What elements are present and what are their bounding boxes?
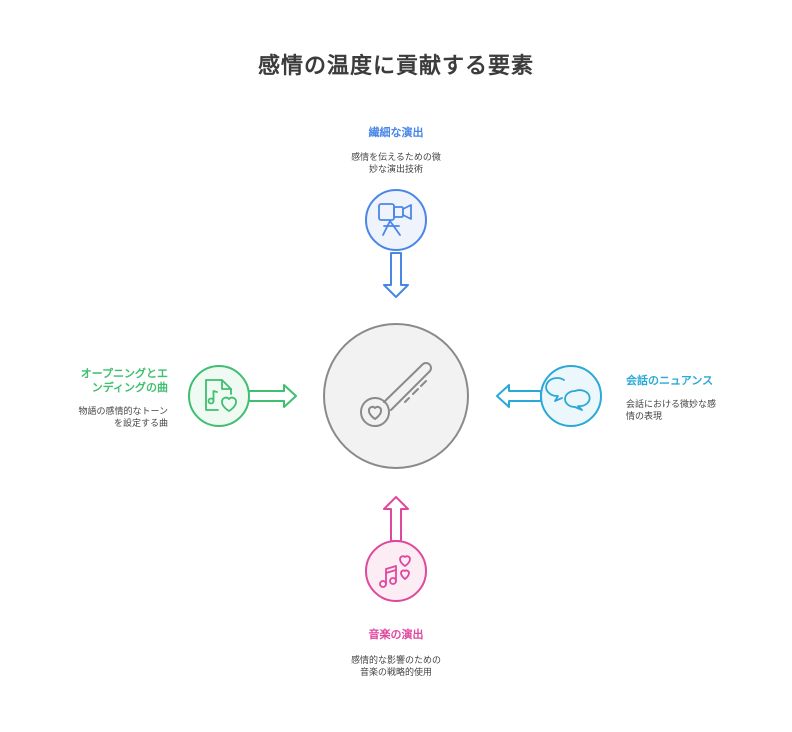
top-heading: 繊細な演出	[368, 126, 424, 139]
music-notes-hearts-icon	[379, 555, 411, 588]
left-node	[188, 365, 297, 427]
bottom-node	[365, 496, 427, 602]
left-desc-line2: を設定する曲	[113, 419, 168, 429]
center-node	[323, 323, 469, 469]
right-arrow	[496, 384, 542, 408]
left-arrow	[247, 384, 297, 408]
left-desc-line1: 物語の感情的なトーン	[78, 407, 168, 417]
bottom-arrow	[383, 496, 409, 542]
top-desc-line1: 感情を伝えるための微	[351, 153, 441, 163]
speech-bubbles-icon	[545, 377, 591, 411]
right-desc-line2: 情の表現	[626, 412, 663, 422]
movie-camera-icon	[378, 203, 412, 236]
bottom-desc-line1: 感情的な影響のための	[350, 656, 441, 666]
bottom-heading: 音楽の演出	[368, 628, 424, 641]
top-arrow	[383, 252, 409, 298]
bottom-desc-line2: 音楽の戦略的使用	[359, 668, 432, 678]
diagram-title: 感情の温度に貢献する要素	[257, 54, 534, 79]
left-heading-line1: オープニングとエ	[80, 367, 168, 380]
right-node	[496, 365, 602, 427]
right-desc-line1: 会話における微妙な感	[626, 400, 717, 410]
right-heading: 会話のニュアンス	[626, 374, 714, 387]
left-heading-line2: ンディングの曲	[91, 381, 168, 394]
top-desc-line2: 妙な演出技術	[368, 165, 423, 175]
thermometer-heart-icon	[360, 362, 432, 427]
top-node	[365, 189, 427, 298]
music-file-heart-icon	[205, 379, 237, 412]
